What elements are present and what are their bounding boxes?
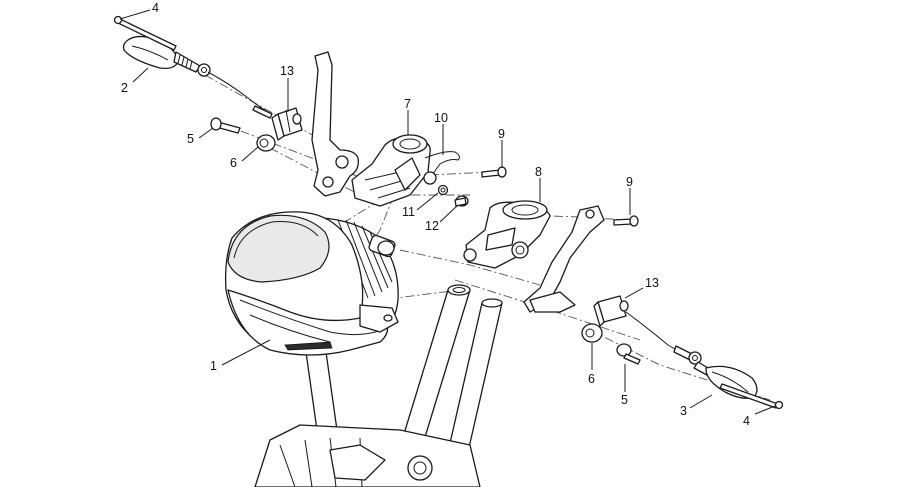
bolt-12 (454, 195, 469, 207)
callout-6-upper: 6 (230, 156, 237, 170)
callout-3: 3 (680, 404, 687, 418)
screw-5-lower (616, 343, 641, 365)
headlamp-assembly (224, 211, 399, 356)
rubber-block-13-lower (593, 295, 629, 327)
nut-11 (437, 184, 449, 196)
right-turn-indicator (625, 311, 758, 399)
callout-labels: 4 2 13 5 6 7 10 9 11 12 8 9 13 1 6 5 3 4 (121, 1, 750, 428)
left-turn-indicator (122, 35, 273, 119)
callout-8: 8 (535, 165, 542, 179)
bolt-4-upper (113, 15, 177, 51)
callout-2: 2 (121, 81, 128, 95)
callout-13-upper: 13 (280, 64, 294, 78)
callout-6-lower: 6 (588, 372, 595, 386)
callout-5-lower: 5 (621, 393, 628, 407)
callout-9-lower: 9 (626, 175, 633, 189)
front-fork (254, 284, 503, 487)
callout-13-lower: 13 (645, 276, 659, 290)
callout-4-upper: 4 (152, 1, 159, 15)
bolt-4-lower (719, 383, 784, 410)
leader-lines (119, 9, 776, 415)
headlamp-bracket-8 (463, 200, 551, 269)
rubber-block-13-upper (271, 107, 303, 141)
grommet-6-upper (256, 134, 276, 152)
callout-11: 11 (402, 205, 415, 219)
right-mounting-strap (523, 205, 605, 313)
callout-1: 1 (210, 359, 217, 373)
callout-9-upper: 9 (498, 127, 505, 141)
callout-10: 10 (434, 111, 448, 125)
callout-7: 7 (404, 97, 411, 111)
grommet-6-lower (581, 323, 603, 343)
screw-5-upper (210, 117, 241, 134)
screw-9-upper (481, 166, 507, 178)
spring-clip-10 (423, 151, 460, 185)
callout-5-upper: 5 (187, 132, 194, 146)
callout-12: 12 (425, 219, 439, 233)
headlamp-bracket-7 (351, 134, 431, 207)
screw-9-lower (613, 215, 639, 227)
callout-4-lower: 4 (743, 414, 750, 428)
left-mounting-strap (311, 51, 359, 197)
